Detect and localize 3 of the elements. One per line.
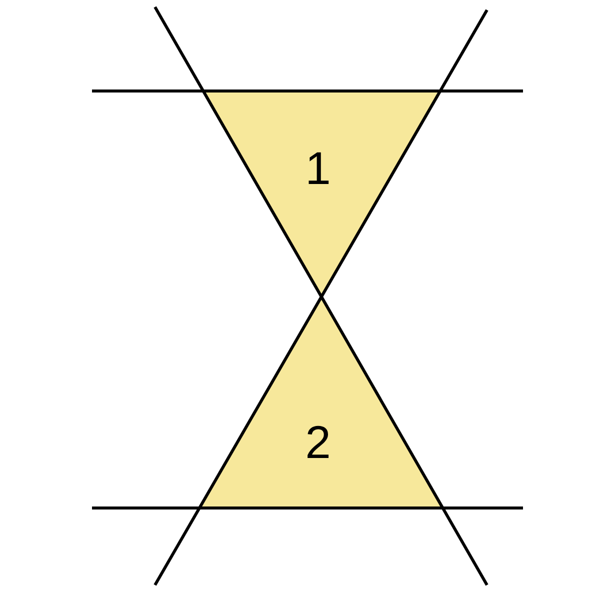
region-number: 2 bbox=[305, 419, 331, 465]
region-number: 1 bbox=[305, 145, 331, 191]
shaded-triangle bbox=[205, 91, 440, 296]
